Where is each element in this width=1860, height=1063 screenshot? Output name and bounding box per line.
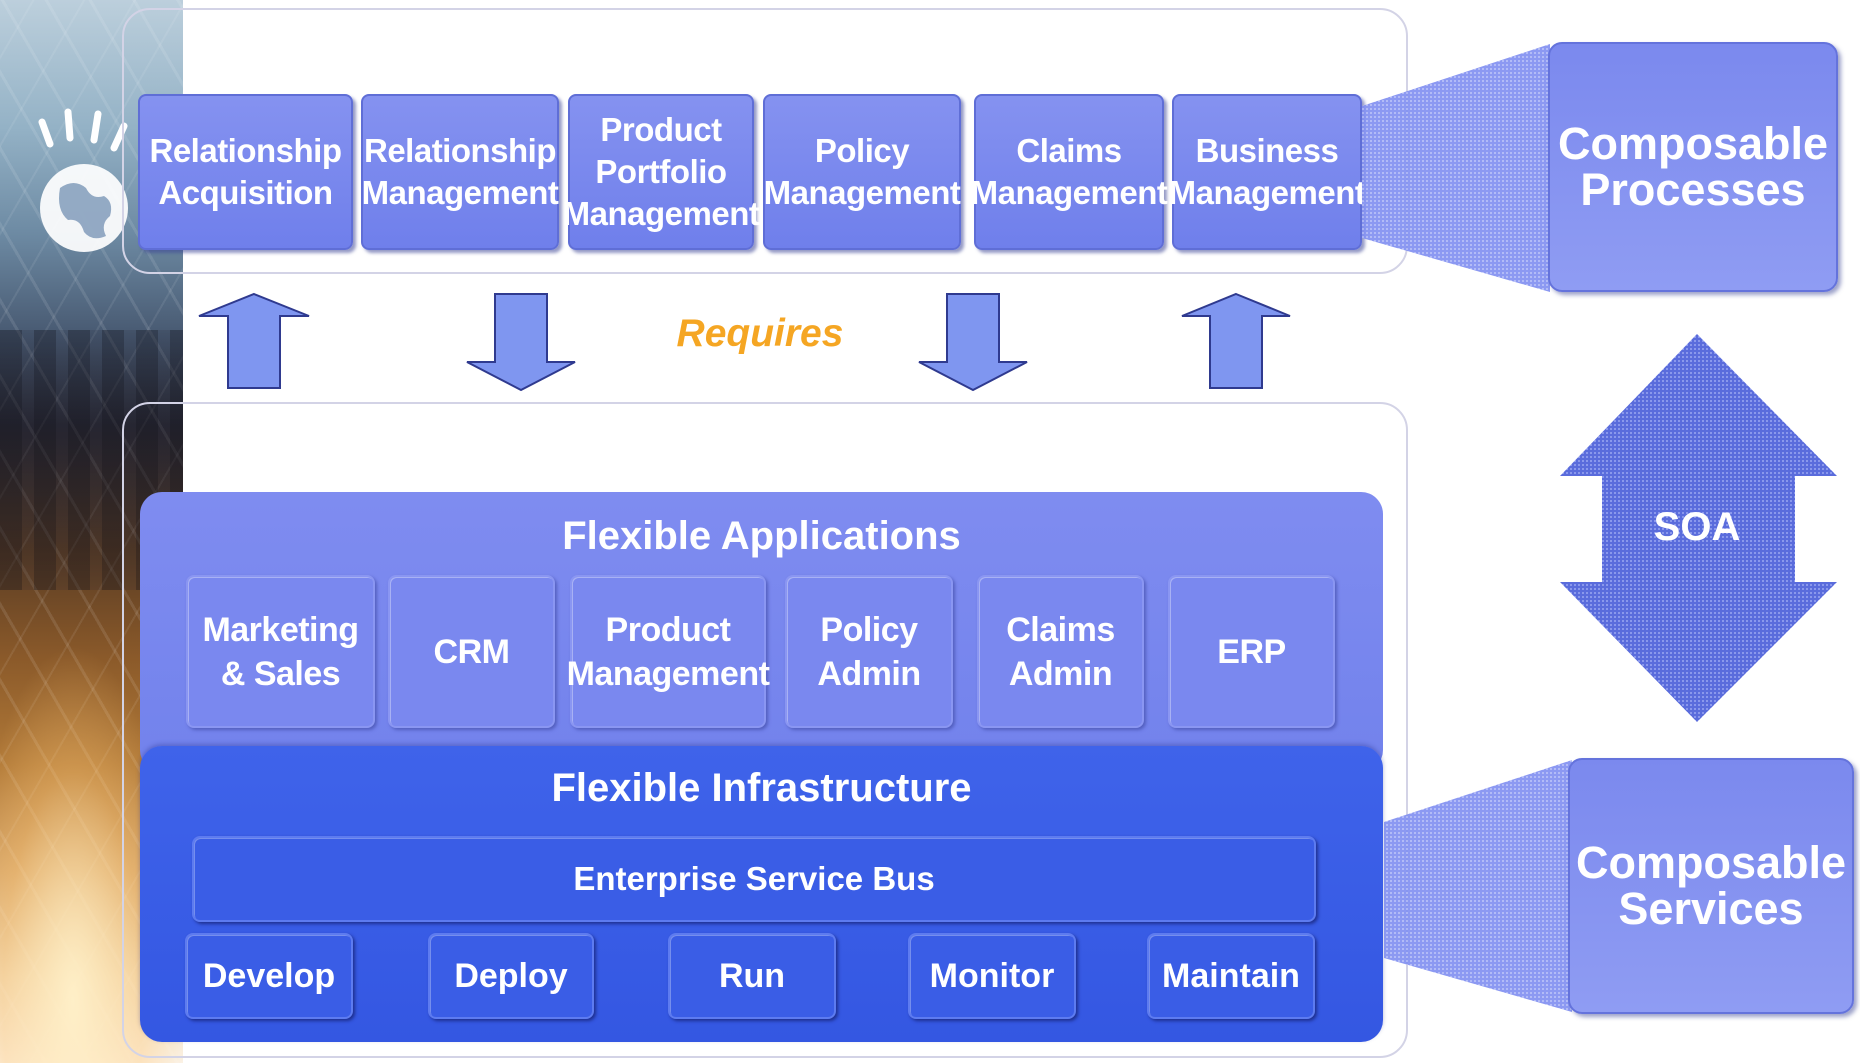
soa-double-arrow xyxy=(1560,334,1837,722)
application-panel-outline xyxy=(122,402,1408,1058)
lifecycle-monitor: Monitor xyxy=(908,933,1076,1019)
up-arrow-icon xyxy=(198,292,310,389)
soa-label: SOA xyxy=(1653,505,1741,549)
process-business-management: Business Management xyxy=(1169,94,1366,250)
process-callout-wedge xyxy=(1362,44,1550,292)
lifecycle-deploy: Deploy xyxy=(428,933,594,1019)
process-policy-management: Policy Management xyxy=(763,94,961,250)
app-marketing-sales: Marketing & Sales xyxy=(186,575,375,728)
globe-logo-icon xyxy=(38,108,128,252)
composable-processes-block: Composable Processes xyxy=(1548,42,1838,292)
process-relationship-acquisition: Relationship Acquisition xyxy=(138,94,353,250)
lifecycle-maintain: Maintain xyxy=(1147,933,1315,1019)
up-arrow-icon xyxy=(1181,292,1291,389)
lifecycle-develop: Develop xyxy=(185,933,353,1019)
app-erp: ERP xyxy=(1168,575,1335,728)
down-arrow-icon xyxy=(466,293,576,392)
app-product-management: Product Management xyxy=(567,575,770,728)
down-arrow-icon xyxy=(918,293,1028,392)
app-policy-admin: Policy Admin xyxy=(785,575,953,728)
services-callout-wedge xyxy=(1384,760,1572,1012)
lifecycle-run: Run xyxy=(668,933,836,1019)
requires-label: Requires xyxy=(676,312,844,355)
enterprise-service-bus: Enterprise Service Bus xyxy=(192,836,1316,922)
flexible-infrastructure-title: Flexible Infrastructure xyxy=(551,766,972,810)
process-relationship-management: Relationship Management xyxy=(361,94,559,250)
app-crm: CRM xyxy=(388,575,555,728)
flexible-applications-title: Flexible Applications xyxy=(562,514,961,558)
app-claims-admin: Claims Admin xyxy=(977,575,1144,728)
process-product-portfolio-management: Product Portfolio Management xyxy=(563,94,760,250)
side-graphics xyxy=(1362,44,1837,1012)
composable-services-block: Composable Services xyxy=(1568,758,1854,1014)
process-claims-management: Claims Management xyxy=(971,94,1168,250)
